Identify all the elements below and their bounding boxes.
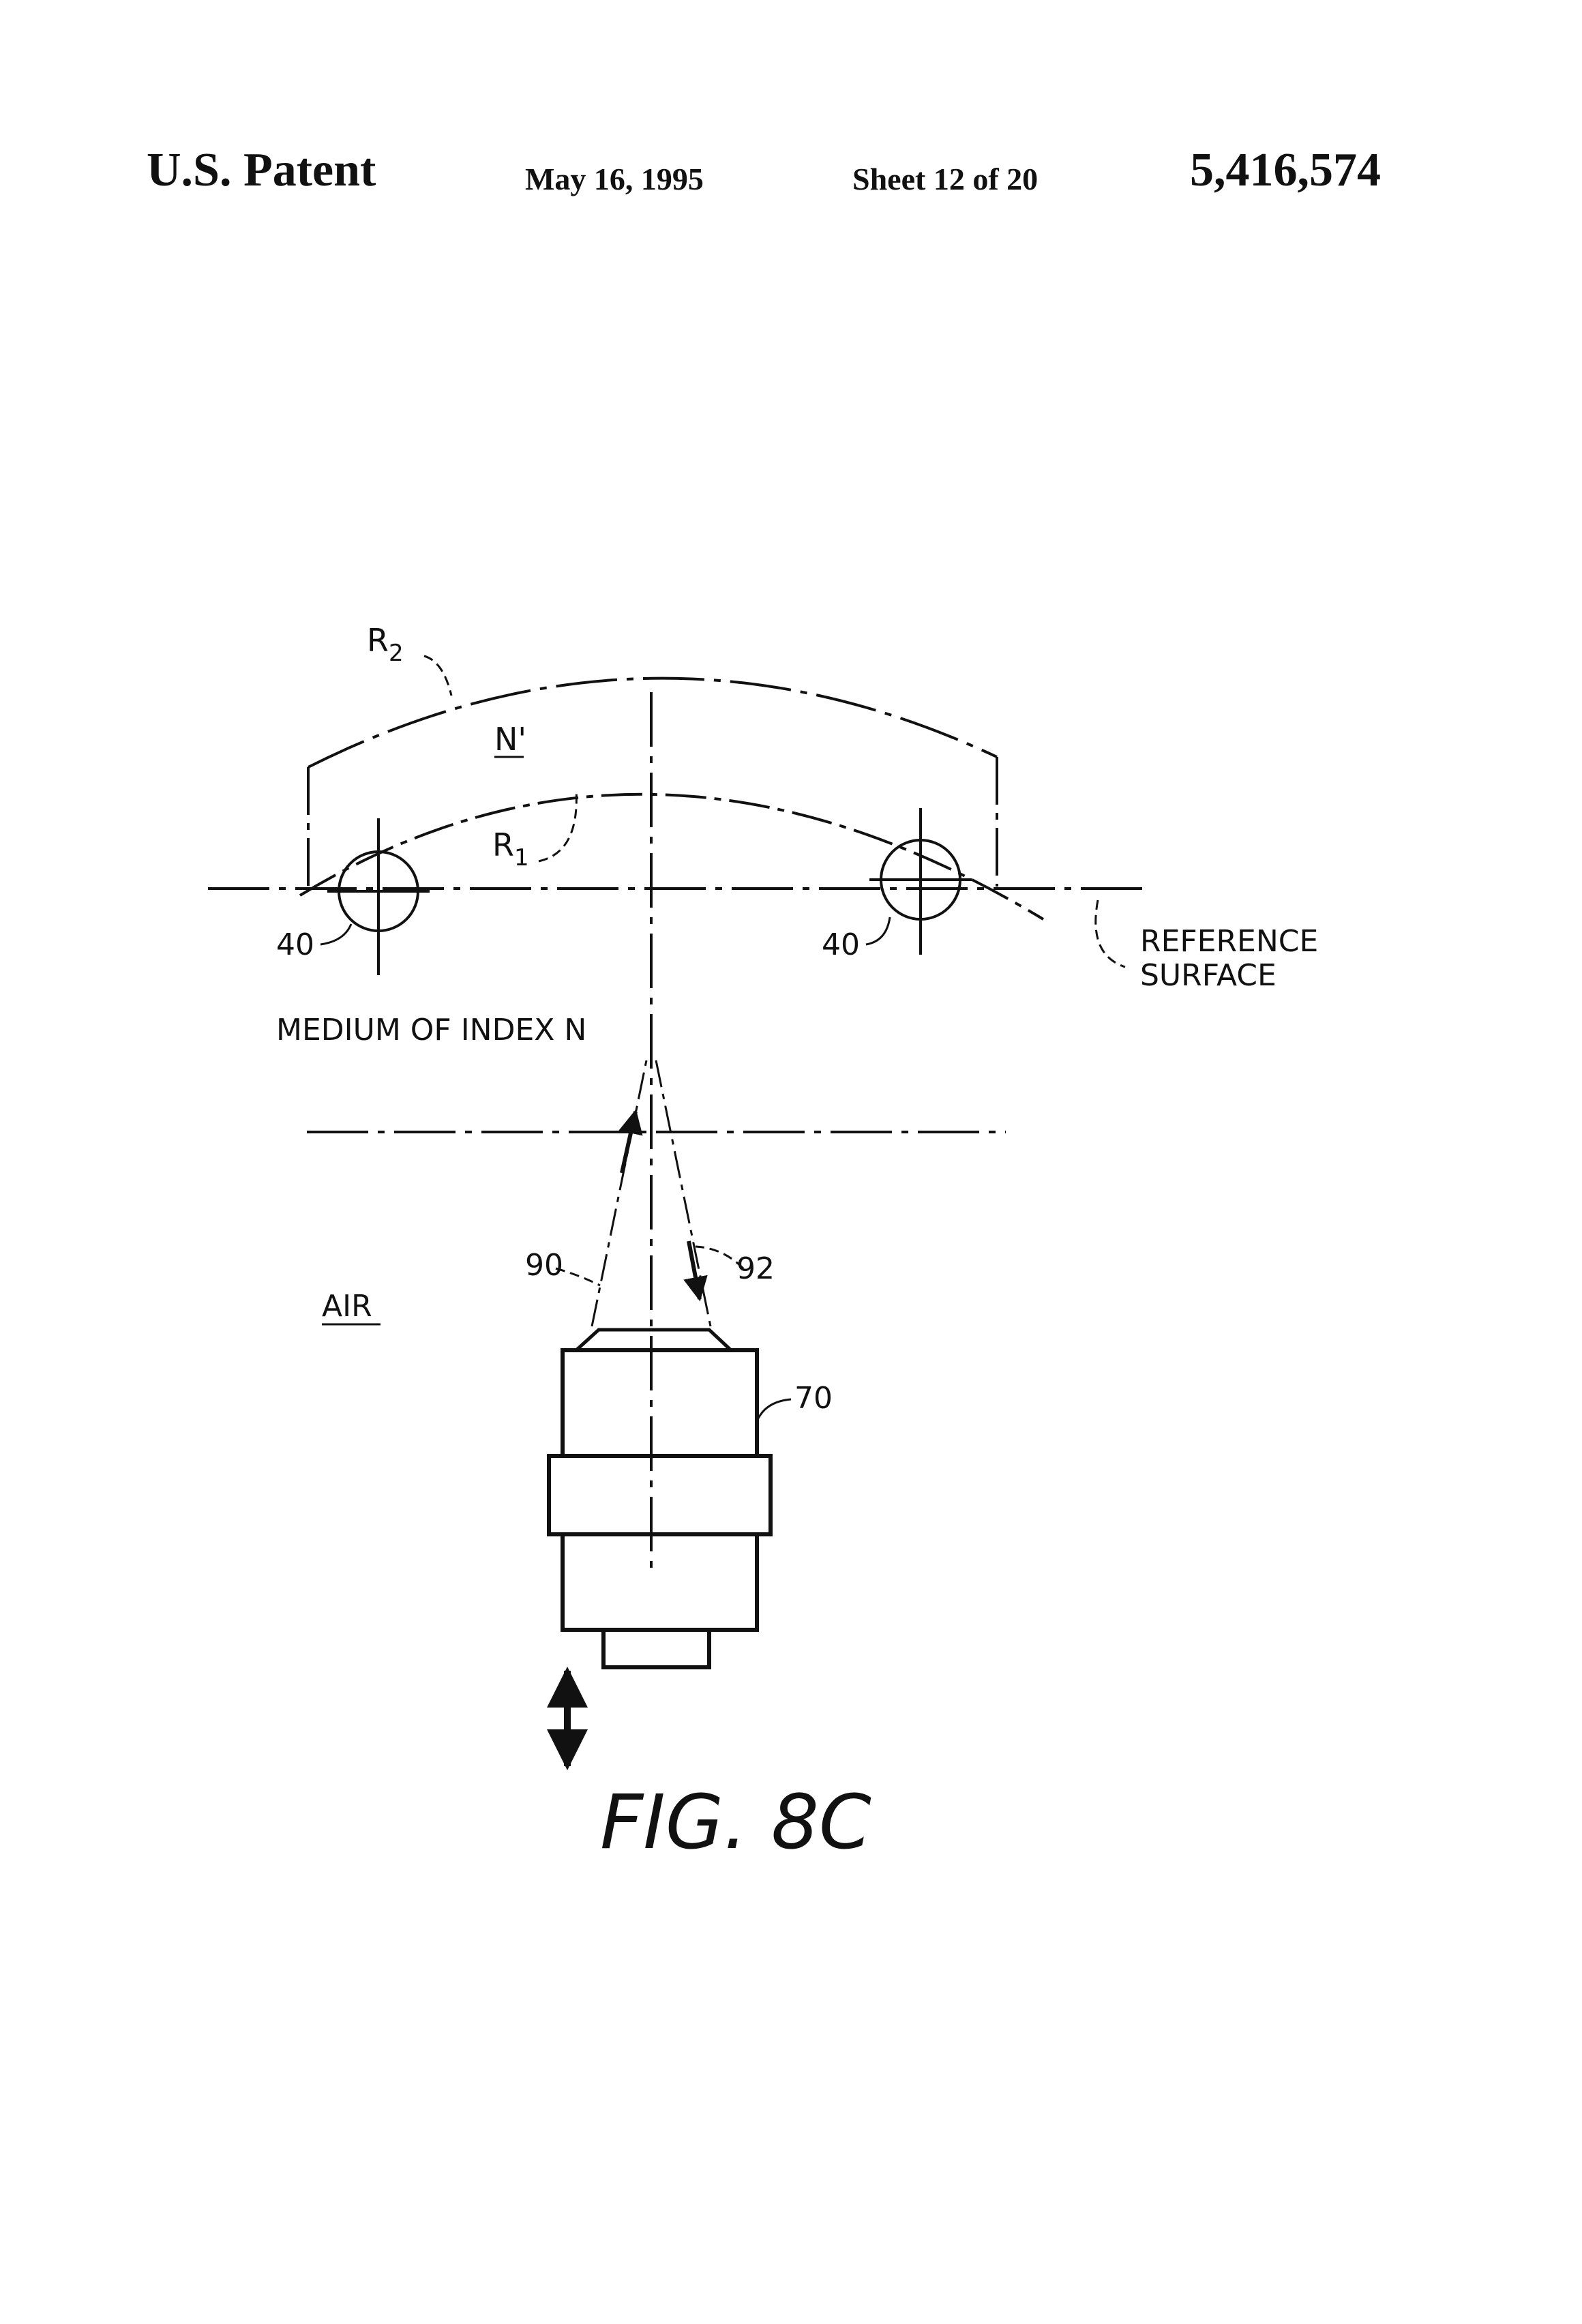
label-r2: R2 <box>367 622 404 667</box>
objective-collar <box>547 1454 773 1536</box>
leader-40-left <box>320 923 353 946</box>
leader-r1 <box>538 789 578 863</box>
patent-number: 5,416,574 <box>1190 144 1381 196</box>
sheet-number: Sheet 12 of 20 <box>852 162 1039 196</box>
leader-90 <box>555 1267 601 1287</box>
objective-tip <box>575 1328 732 1352</box>
patent-label: U.S. Patent <box>147 144 376 196</box>
label-n-prime: N' <box>494 721 526 758</box>
leader-40-right <box>865 917 891 946</box>
arc-r2 <box>308 676 998 769</box>
objective-base <box>601 1628 711 1669</box>
reference-surface-label-line2: SURFACE <box>1140 958 1277 993</box>
objective-upper-body <box>561 1348 759 1458</box>
arc-r1 <box>299 792 1045 921</box>
reference-surface-label-line1: REFERENCE <box>1140 924 1318 959</box>
ray-92 <box>655 1060 712 1327</box>
ref-90: 90 <box>525 1248 563 1283</box>
leader-92 <box>695 1245 745 1270</box>
figure-caption: FIG. 8C <box>600 1778 871 1866</box>
ref-40-left: 40 <box>276 927 314 962</box>
leader-reference-surface <box>1094 899 1126 968</box>
leader-r2 <box>423 655 453 696</box>
ref-40-right: 40 <box>822 927 860 962</box>
patent-date: May 16, 1995 <box>525 162 704 196</box>
ray-92-arrow <box>683 1240 708 1302</box>
medium-label: MEDIUM OF INDEX N <box>276 1013 586 1047</box>
objective-lower-body <box>561 1532 759 1632</box>
ray-90-arrow <box>618 1109 643 1174</box>
leader-70 <box>757 1398 792 1419</box>
ref-70: 70 <box>794 1381 833 1416</box>
ref-92: 92 <box>736 1251 775 1286</box>
label-r1: R1 <box>492 826 529 872</box>
ray-90 <box>591 1060 648 1327</box>
air-label: AIR <box>322 1289 372 1324</box>
